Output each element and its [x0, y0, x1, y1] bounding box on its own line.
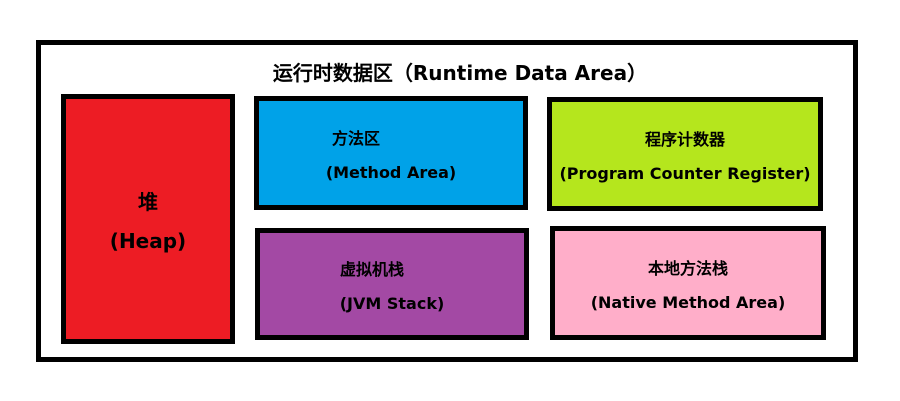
program-counter-name: 程序计数器: [644, 129, 725, 149]
heap-name: 堆: [138, 189, 158, 214]
jvm-stack-name: 虚拟机栈: [339, 259, 404, 279]
diagram-title: 运行时数据区（Runtime Data Area）: [272, 61, 648, 85]
method-area-name: 方法区: [331, 128, 380, 148]
method-area-english-label: (Method Area): [325, 162, 457, 182]
native-method-english-label: (Native Method Area): [590, 292, 786, 312]
heap-box: 堆 (Heap): [61, 94, 235, 344]
native-method-box: 本地方法栈 (Native Method Area): [550, 226, 826, 340]
program-counter-box: 程序计数器 (Program Counter Register): [547, 97, 823, 211]
program-counter-english-label: (Program Counter Register): [559, 163, 811, 183]
jvm-stack-box: 虚拟机栈 (JVM Stack): [255, 228, 529, 340]
jvm-stack-english-label: (JVM Stack): [339, 293, 445, 313]
method-area-box: 方法区 (Method Area): [254, 96, 528, 210]
native-method-name: 本地方法栈: [647, 258, 728, 278]
heap-english-label: (Heap): [109, 228, 187, 253]
